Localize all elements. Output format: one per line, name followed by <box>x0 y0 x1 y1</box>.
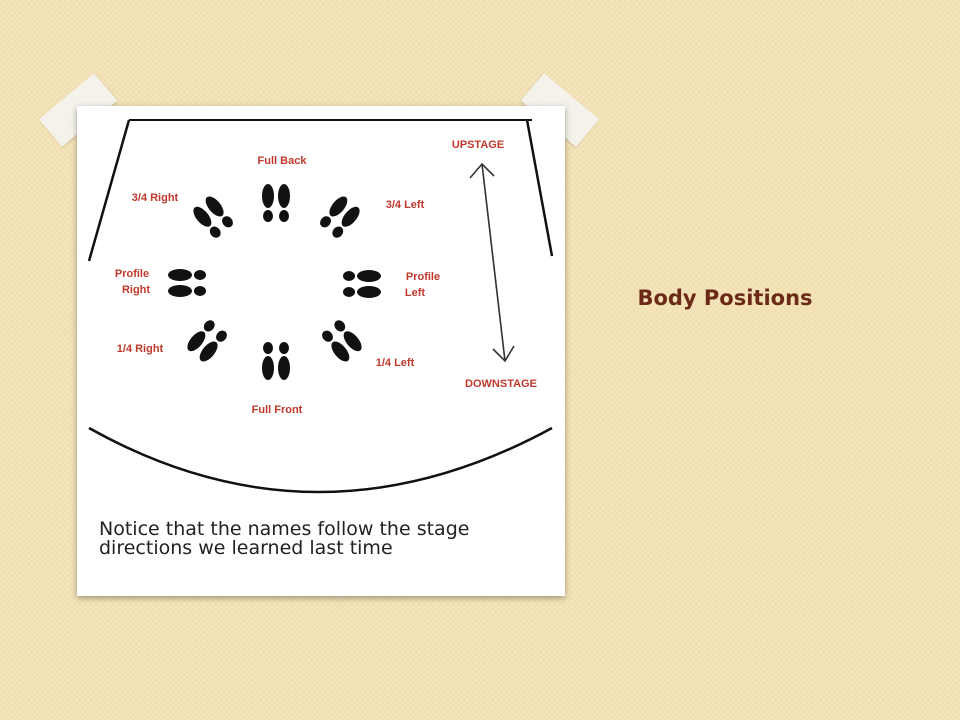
downstage-label: DOWNSTAGE <box>465 378 537 390</box>
footprint-pair-full-front <box>262 342 290 380</box>
slide-caption: Notice that the names follow the stage d… <box>99 518 470 559</box>
footprint-pair-full-back <box>262 184 290 222</box>
diagram-card: UPSTAGE DOWNSTAGE Full Back 3/4 Left Pro… <box>77 106 565 596</box>
position-label-three-quarter-right: 3/4 Right <box>132 192 179 204</box>
stage-front-edge <box>88 426 553 494</box>
footprint-pair-three-quarter-left <box>320 196 360 238</box>
footprint-pair-quarter-left <box>322 320 362 362</box>
stage-direction-arrow <box>469 162 515 363</box>
stage-diagram: UPSTAGE DOWNSTAGE Full Back 3/4 Left Pro… <box>87 119 554 494</box>
footprint-pair-profile-left <box>343 270 381 298</box>
position-label-full-back: Full Back <box>258 155 308 167</box>
position-label-quarter-left: 1/4 Left <box>376 357 415 369</box>
footprints <box>168 184 381 380</box>
position-label-full-front: Full Front <box>252 404 303 416</box>
slide-title: Body Positions <box>637 286 813 310</box>
position-label-three-quarter-left: 3/4 Left <box>386 199 425 211</box>
footprint-pair-profile-right <box>168 269 206 297</box>
stage-left-edge <box>87 119 131 262</box>
footprint-pair-three-quarter-right <box>193 196 233 238</box>
footprint-pair-quarter-right <box>187 320 227 362</box>
stage-right-edge <box>525 119 554 257</box>
position-label-quarter-right: 1/4 Right <box>117 343 164 355</box>
upstage-label: UPSTAGE <box>452 139 504 151</box>
